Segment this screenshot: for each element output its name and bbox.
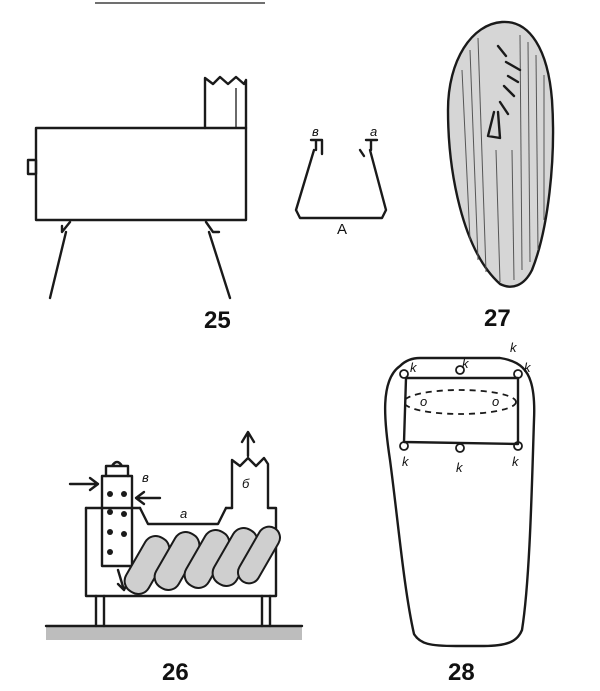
mark-o-1: о [420,394,427,409]
hood-outline [402,376,520,446]
tap-label-left: в [312,124,319,139]
mark-o-2: о [492,394,499,409]
inflow-arrow-left [68,476,100,492]
ground-hatch [46,626,302,640]
stove-body [34,126,248,222]
heater-coils [123,525,281,595]
mark-k-2: k [462,356,470,371]
feed-pipe-cap [104,460,130,478]
figure-27-stone: 27 [446,20,555,332]
mark-k-6: k [512,454,520,469]
stove-leg-left [48,220,72,300]
stone-outline [446,20,555,288]
label-a: а [180,506,187,521]
label-b: б [242,476,250,491]
mark-k-5: k [456,460,464,475]
heater-legs [94,594,272,628]
figure-25-number: 25 [204,307,231,334]
hood-opening-dashed [403,389,517,415]
figure-27-number: 27 [484,305,511,332]
mark-k-7: k [510,340,518,355]
figure-26-water-heater: а б в 26 [44,430,304,686]
figure-28-sleeping-bag: k k k k k k k о о 28 [383,340,536,686]
exhaust-arrow [240,430,256,458]
detail-label-a: A [337,221,347,238]
feed-pipe [100,474,134,568]
figure-25-stove: в а A 25 [26,75,388,334]
feed-pipe-holes [107,491,127,555]
tie-loops [399,365,523,453]
heater-body [84,506,278,598]
tap-left-icon [309,138,324,156]
bag-outline [383,356,536,648]
inflow-arrow-right [134,490,162,506]
heater-chimney [230,456,270,510]
tap-right-icon [358,138,379,158]
figure-28-number: 28 [448,659,475,686]
stone-carving [486,44,522,140]
mark-k-4: k [402,454,410,469]
stone-hatching [461,34,545,283]
stove-chimney [203,75,248,130]
mark-k-1: k [410,360,418,375]
mark-k-3: k [524,360,532,375]
stand-frame-detail [294,148,388,220]
stove-knob [26,158,38,176]
tap-label-right: а [370,124,377,139]
stove-leg-right [204,220,232,300]
figure-26-number: 26 [162,659,189,686]
label-v: в [142,470,149,485]
